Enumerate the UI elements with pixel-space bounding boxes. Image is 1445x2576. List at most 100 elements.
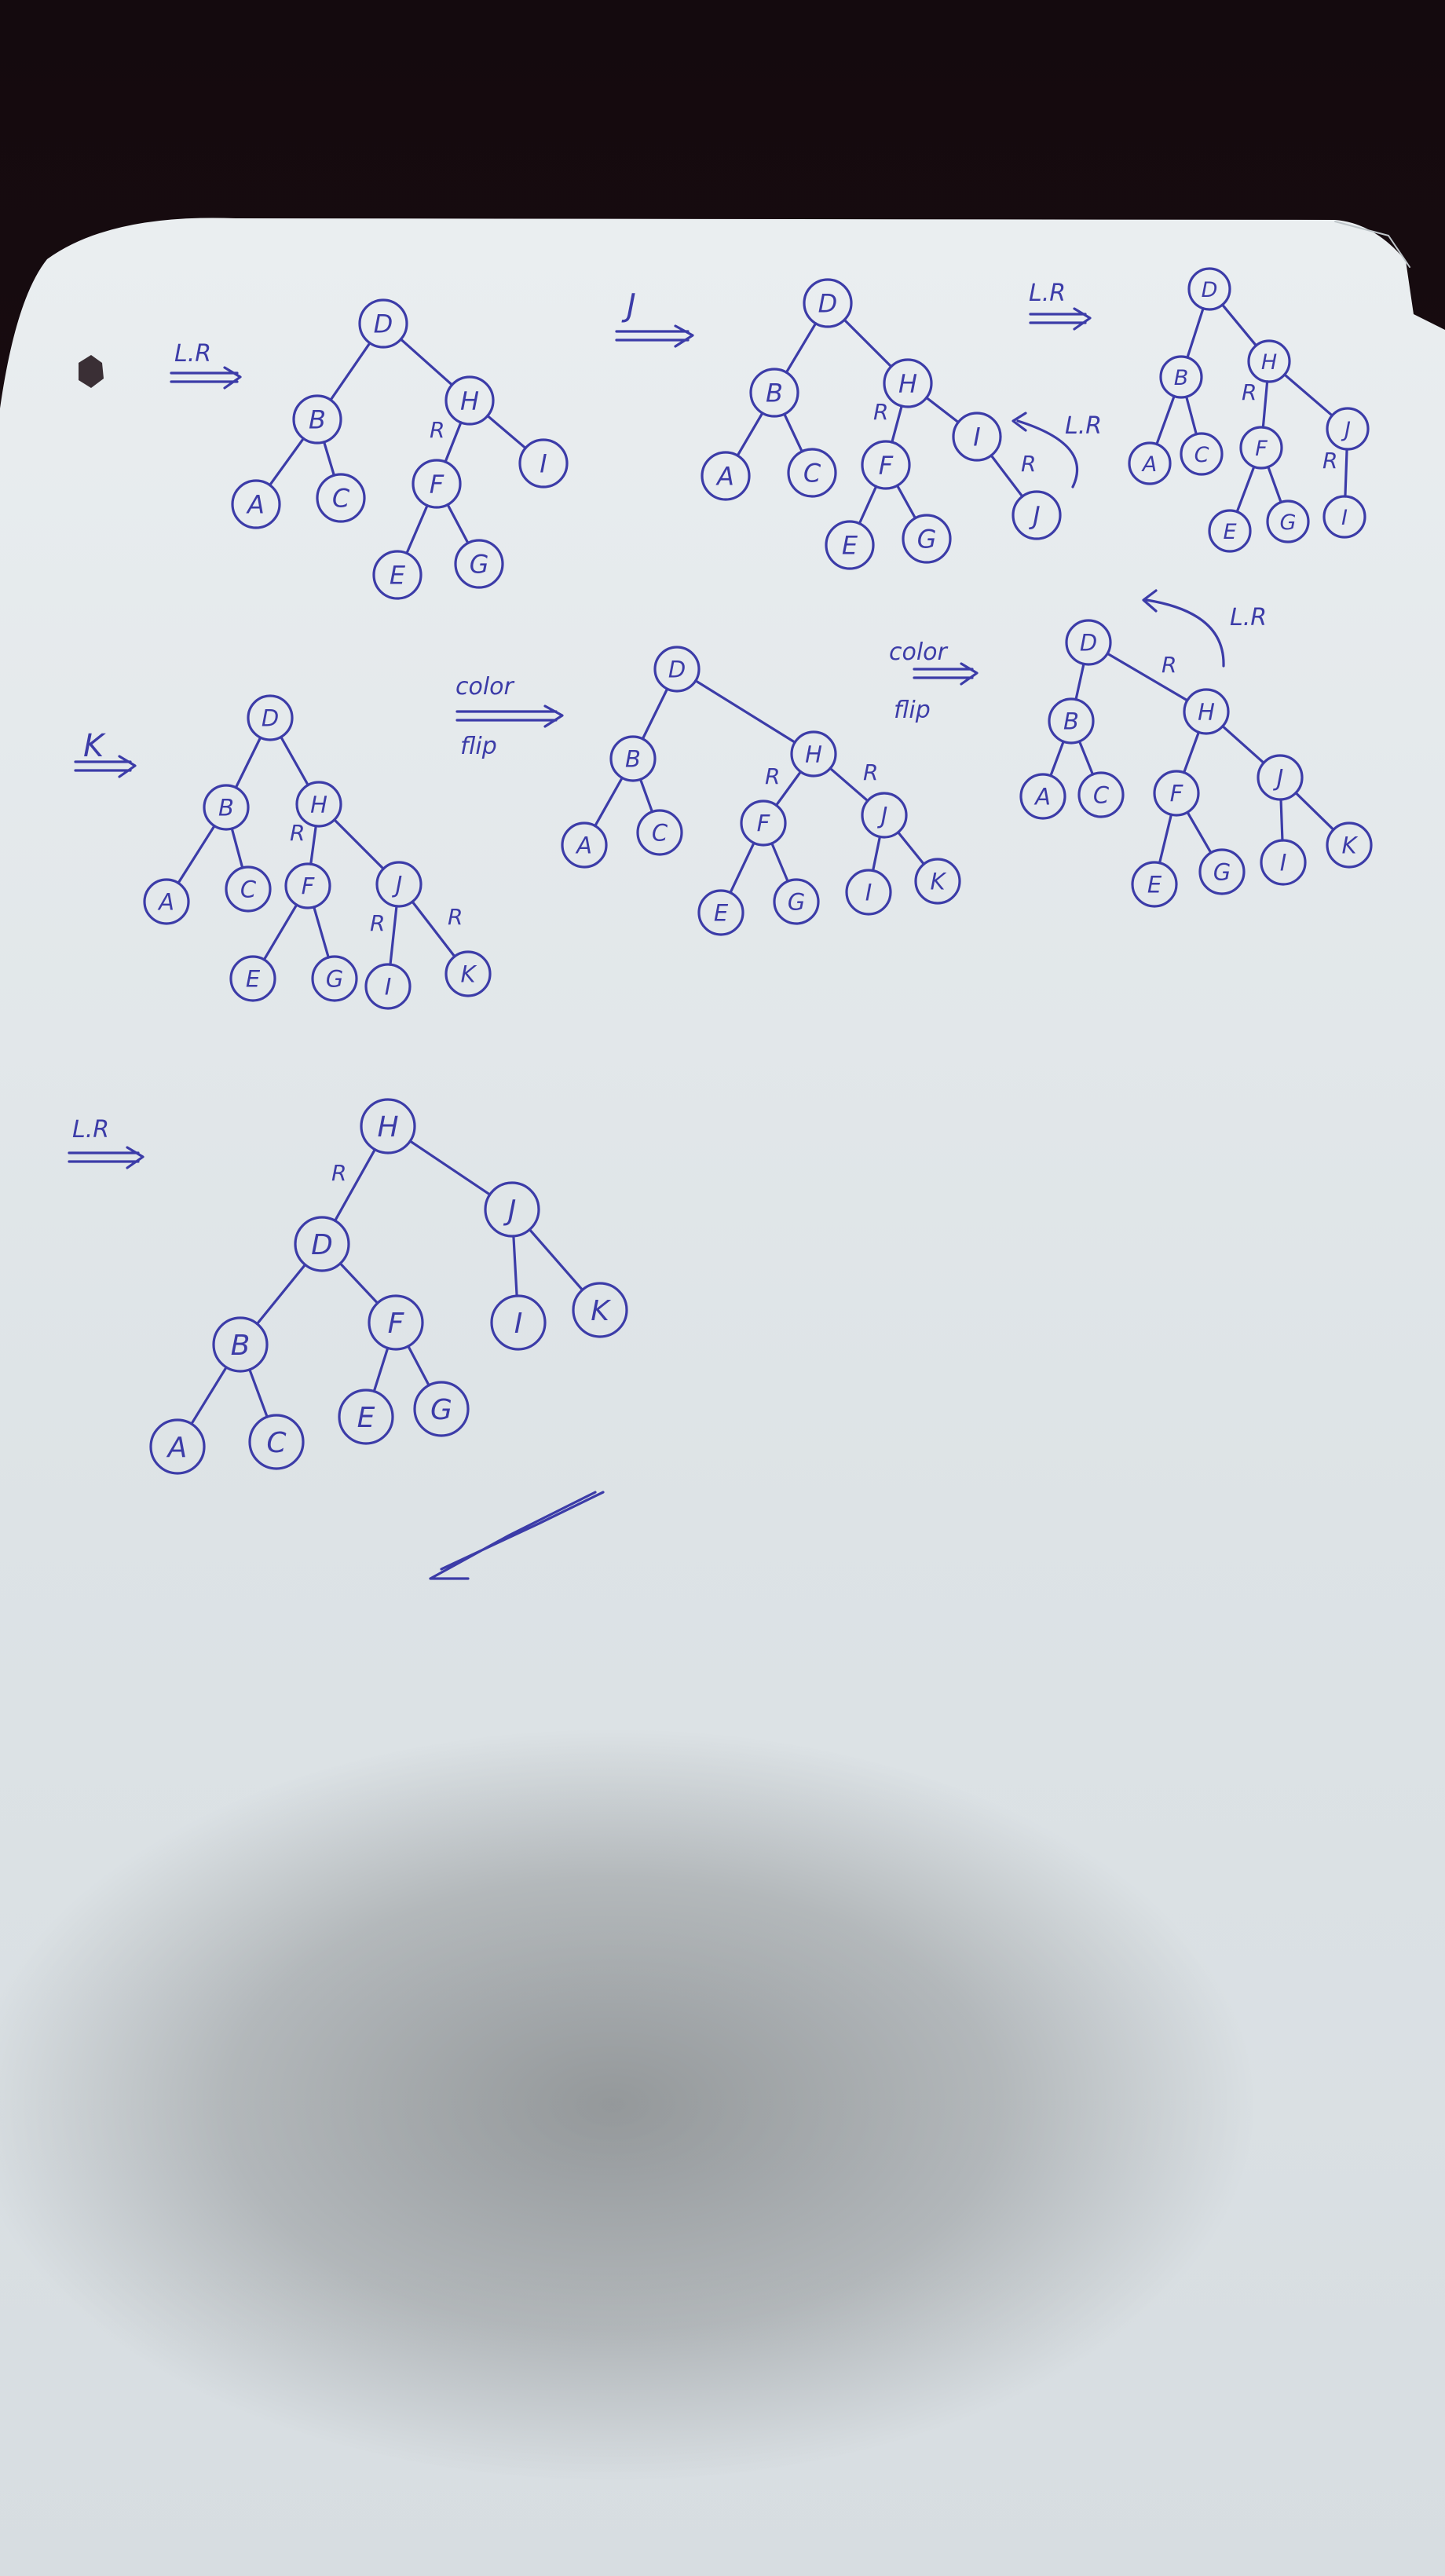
edge-H-J (408, 1140, 492, 1196)
node-label: A (246, 489, 265, 519)
edge-B-C (783, 412, 803, 453)
node-label: G (326, 966, 343, 993)
node-F: F (1153, 770, 1200, 817)
node-circle (609, 735, 657, 782)
node-circle (292, 394, 342, 445)
node-label: H (805, 741, 822, 768)
edge-H-F (444, 421, 463, 463)
node-circle (701, 451, 751, 501)
node-circle (952, 412, 1002, 462)
node-circle (284, 862, 331, 909)
node-C: C (248, 1414, 305, 1470)
node-G: G (1266, 499, 1310, 543)
node-label: A (166, 1432, 188, 1464)
node-label: E (1223, 520, 1236, 544)
edge-D-B (785, 322, 818, 374)
node-label: C (266, 1427, 287, 1459)
edge-B-C (323, 441, 335, 477)
node-label: B (231, 1330, 251, 1362)
node-H: H (1247, 339, 1291, 383)
node-circle (572, 1282, 628, 1338)
node-D: D (1065, 619, 1112, 666)
transition-t1: L.R (170, 340, 242, 390)
edge-H-D (334, 1148, 376, 1222)
node-I: I (364, 963, 412, 1010)
node-circle (143, 878, 190, 925)
arrow-head-icon (1142, 589, 1158, 613)
node-label: F (1255, 437, 1268, 461)
node-circle (1065, 619, 1112, 666)
red-link-mark: R (448, 904, 463, 930)
node-circle (740, 800, 787, 847)
node-D: D (653, 646, 701, 693)
edge-H-F (774, 770, 803, 807)
node-G: G (454, 539, 504, 589)
node-label: E (1147, 872, 1162, 898)
edge-B-A (736, 412, 764, 457)
node-C: C (787, 448, 837, 498)
node-circle (653, 646, 701, 693)
edge-D-B (1186, 307, 1205, 359)
edge-D-B (329, 342, 371, 401)
node-K: K (444, 950, 492, 997)
node-A: A (1128, 441, 1172, 485)
node-circle (561, 821, 608, 869)
red-link-mark: R (1161, 652, 1176, 678)
node-B: B (1048, 697, 1095, 745)
node-C: C (1077, 771, 1125, 818)
edge-J-I (389, 905, 398, 966)
node-B: B (203, 784, 250, 831)
node-I: I (1260, 839, 1307, 886)
node-label: G (788, 889, 805, 916)
curved-arrow-icon (1145, 598, 1225, 668)
node-G: G (311, 955, 358, 1002)
node-circle (212, 1316, 269, 1373)
edge-H-J (1221, 725, 1265, 764)
node-F: F (412, 459, 462, 509)
node-label: K (1341, 832, 1358, 859)
node-circle (1019, 773, 1066, 820)
transition-t4: K (74, 728, 137, 778)
node-G: G (902, 514, 952, 564)
node-label: G (470, 549, 489, 579)
transition-t5: color flip (455, 673, 564, 760)
node-circle (1153, 770, 1200, 817)
node-circle (444, 375, 495, 426)
done-check-mark (429, 1491, 605, 1580)
node-circle (790, 730, 837, 778)
node-label: H (377, 1111, 398, 1143)
node-label: D (311, 1229, 333, 1261)
node-circle (412, 459, 462, 509)
node-label: F (430, 469, 444, 499)
node-label: B (625, 746, 641, 773)
node-circle (231, 479, 281, 529)
node-circle (1326, 407, 1370, 451)
edge-J-I (871, 835, 882, 873)
red-link-mark: R (430, 417, 444, 443)
node-label: E (714, 900, 729, 927)
double-arrow-icon (68, 1146, 144, 1169)
node-label: A (157, 889, 174, 916)
edge-J-K (1294, 791, 1335, 832)
node-C: C (316, 473, 366, 523)
node-G: G (1198, 848, 1246, 895)
node-label: F (879, 450, 894, 480)
note-n2: L.R (1230, 604, 1267, 631)
node-E: E (1208, 509, 1252, 553)
node-label: I (1280, 850, 1287, 876)
node-label: I (385, 974, 392, 1001)
node-label: A (1141, 452, 1157, 477)
node-label: F (388, 1308, 405, 1340)
node-circle (1131, 861, 1178, 908)
edge-H-J (1283, 373, 1333, 417)
node-circle (902, 514, 952, 564)
rotation-note-tree2: L.R (1012, 412, 1102, 488)
node-I: I (518, 438, 569, 488)
edge-D-B (255, 1263, 307, 1326)
red-link-mark: R (1322, 448, 1337, 474)
